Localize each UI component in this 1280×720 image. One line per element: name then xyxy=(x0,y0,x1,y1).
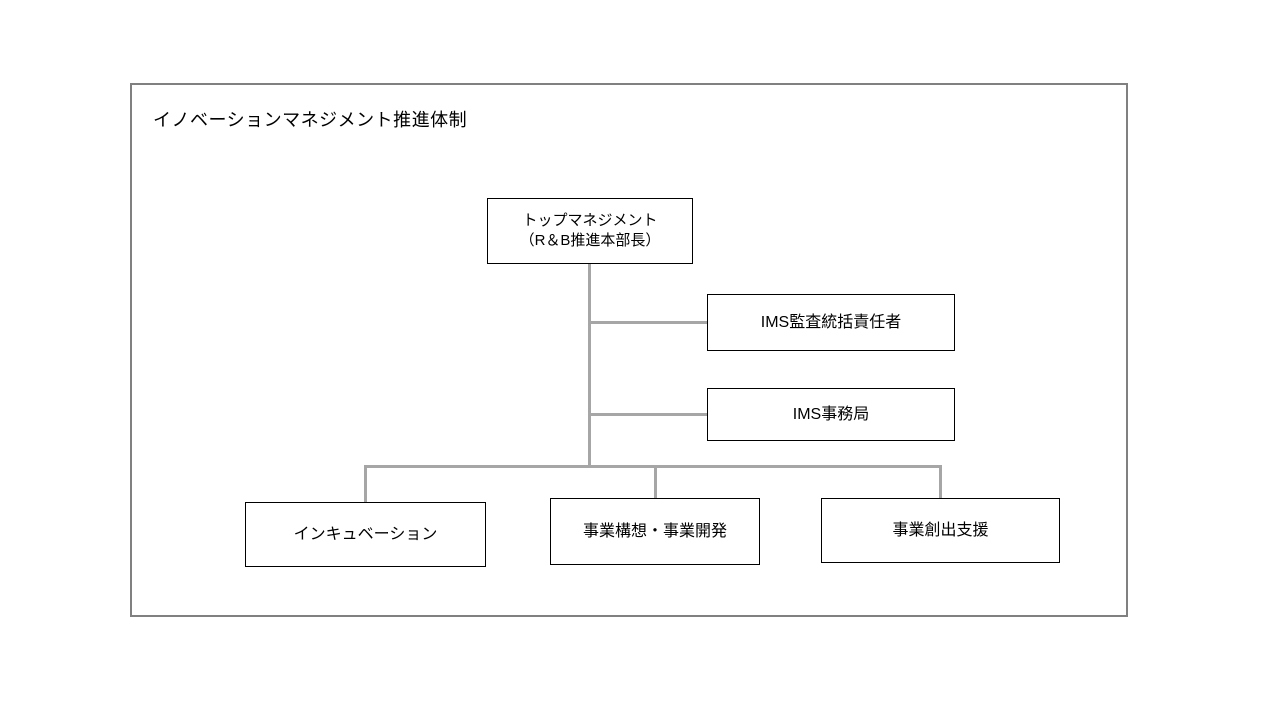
connector-to-ims-office xyxy=(589,413,707,416)
node-top-management-label: トップマネジメント xyxy=(522,211,658,229)
node-top-management: トップマネジメント （R＆B推進本部長） xyxy=(487,198,693,264)
node-business-dev: 事業構想・事業開発 xyxy=(550,498,760,565)
connector-drop-incubation xyxy=(364,465,367,503)
connector-drop-business-support xyxy=(939,465,942,499)
node-ims-audit: IMS監査統括責任者 xyxy=(707,294,955,351)
node-ims-office-label: IMS事務局 xyxy=(792,405,870,423)
node-ims-audit-label: IMS監査統括責任者 xyxy=(760,313,902,331)
node-incubation: インキュベーション xyxy=(245,502,486,567)
connector-drop-business-dev xyxy=(654,465,657,499)
node-business-support-label: 事業創出支援 xyxy=(892,521,989,539)
node-business-support: 事業創出支援 xyxy=(821,498,1060,563)
diagram-title: イノベーションマネジメント推進体制 xyxy=(153,110,468,130)
connector-to-ims-audit xyxy=(589,321,707,324)
connector-trunk-vertical xyxy=(588,264,591,467)
node-business-dev-label: 事業構想・事業開発 xyxy=(582,522,727,540)
node-incubation-label: インキュベーション xyxy=(293,525,438,543)
node-top-management-sublabel: （R＆B推進本部長） xyxy=(519,232,661,249)
node-ims-office: IMS事務局 xyxy=(707,388,955,441)
connector-bottom-bus xyxy=(364,465,942,468)
